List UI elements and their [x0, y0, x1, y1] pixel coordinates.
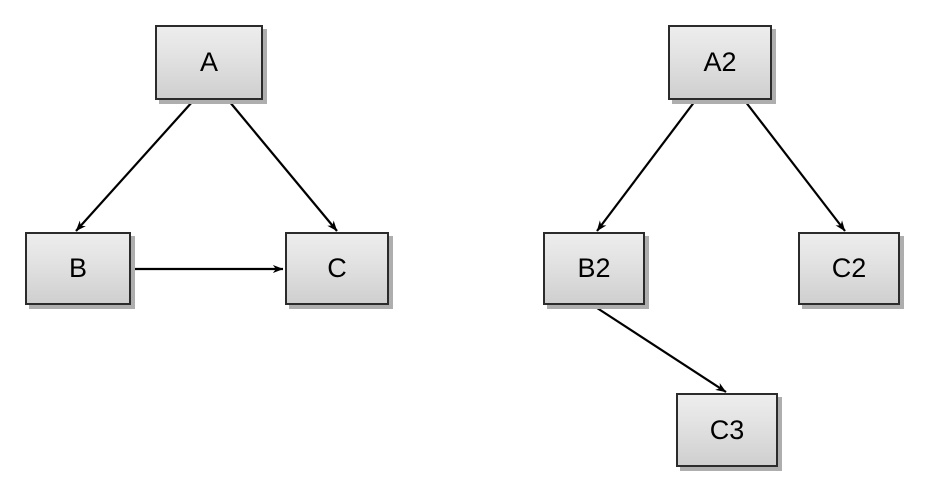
node-c3[interactable]: C3: [676, 393, 778, 467]
node-label: C3: [709, 414, 745, 445]
edge-a2-to-b2: [596, 100, 696, 232]
node-c2[interactable]: C2: [798, 232, 900, 305]
node-label: C: [327, 253, 347, 283]
edge-a-to-c: [228, 100, 338, 232]
node-label: B: [68, 253, 87, 283]
node-b[interactable]: B: [25, 232, 131, 305]
node-a2[interactable]: A2: [668, 25, 772, 100]
node-c[interactable]: C: [285, 232, 389, 305]
node-label: A: [199, 47, 218, 77]
node-label: C2: [831, 253, 867, 283]
edge-a-to-b: [75, 100, 194, 232]
node-b2[interactable]: B2: [543, 232, 645, 305]
node-label: A2: [703, 47, 737, 77]
edge-b2-to-c3: [593, 305, 727, 393]
edges-group: [75, 100, 846, 393]
node-a[interactable]: A: [155, 25, 263, 100]
edge-a2-to-c2: [744, 100, 846, 232]
node-label: B2: [577, 253, 611, 283]
